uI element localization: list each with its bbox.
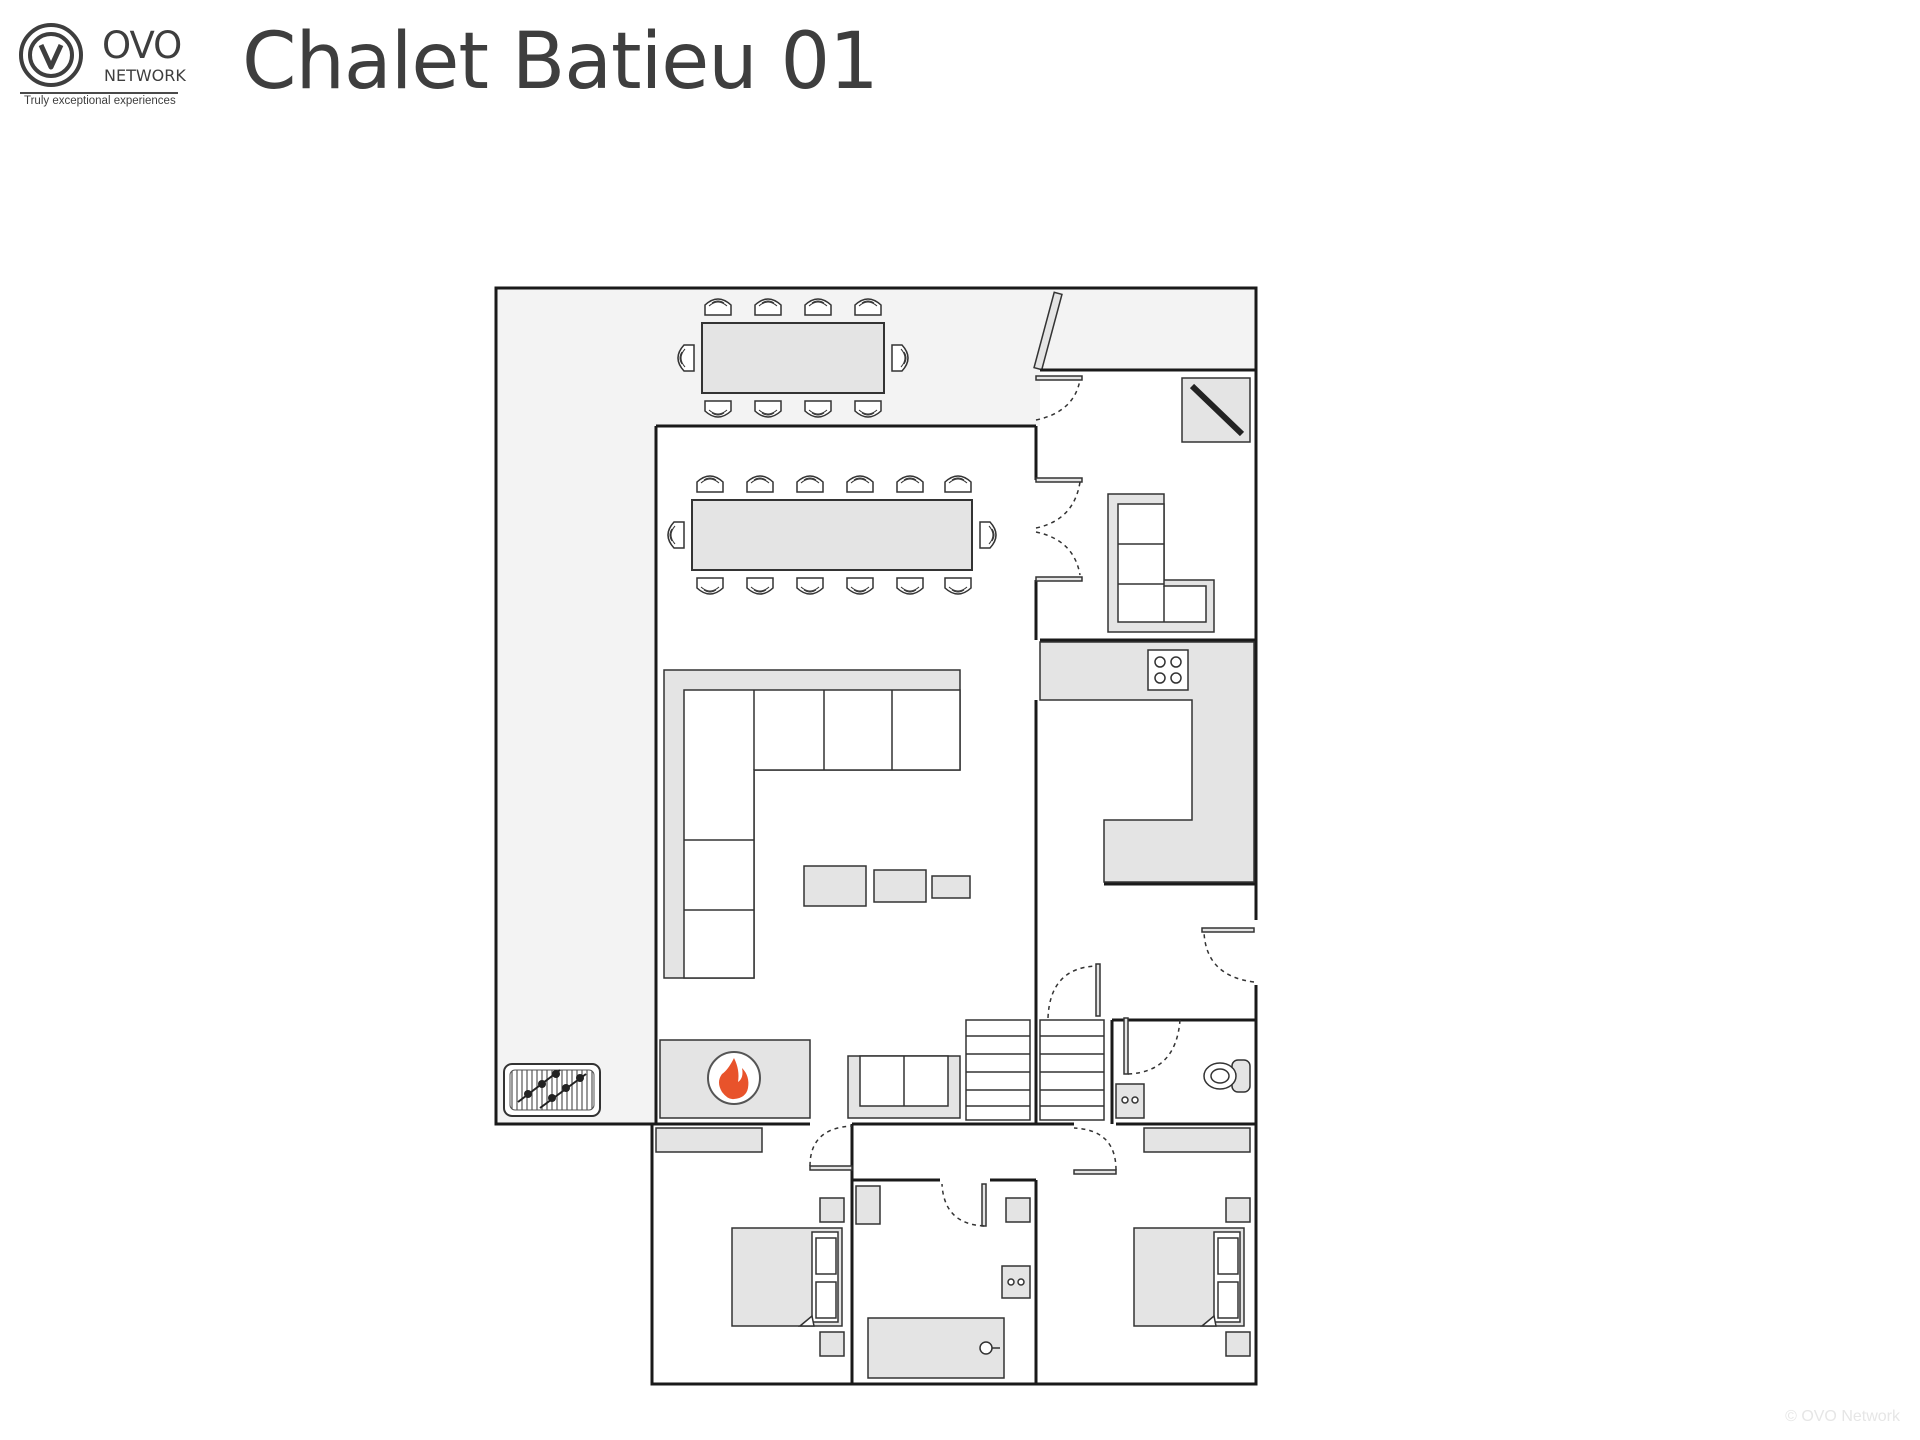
living-sofa: [847, 1055, 961, 1119]
logo-divider: [20, 92, 178, 94]
ovo-v-circle-icon: [19, 23, 83, 87]
terrace: [494, 286, 1258, 1126]
ovo-network-logo: OVO NETWORK Truly exceptional experience…: [18, 22, 198, 112]
coffee-tables: [803, 865, 971, 907]
logo-network-label: NETWORK: [104, 66, 186, 85]
staircase: [965, 1019, 1105, 1121]
wc: [1115, 1059, 1251, 1119]
flame-icon: [719, 1058, 749, 1100]
logo-wordmark: OVO: [102, 24, 182, 67]
terrace-lounger: [1033, 291, 1063, 371]
indoor-dining-table: [667, 475, 997, 595]
kitchen-counter: [1039, 641, 1255, 883]
bathroom: [855, 1185, 1031, 1379]
corner-sofa: [663, 669, 961, 979]
grill-icon: [503, 1063, 601, 1117]
tv-unit: [1181, 377, 1251, 443]
bedroom-2: [1133, 1127, 1251, 1357]
snug-sofa: [1107, 493, 1215, 633]
bedroom-1: [655, 1127, 845, 1357]
building-walls: [650, 368, 1258, 1386]
doors: [809, 375, 1255, 1227]
copyright-notice: © OVO Network: [1785, 1408, 1900, 1425]
outdoor-dining-table: [677, 298, 909, 418]
fireplace: [659, 1039, 811, 1119]
logo-tagline: Truly exceptional experiences: [24, 95, 176, 107]
page-title: Chalet Batieu 01: [242, 17, 879, 107]
